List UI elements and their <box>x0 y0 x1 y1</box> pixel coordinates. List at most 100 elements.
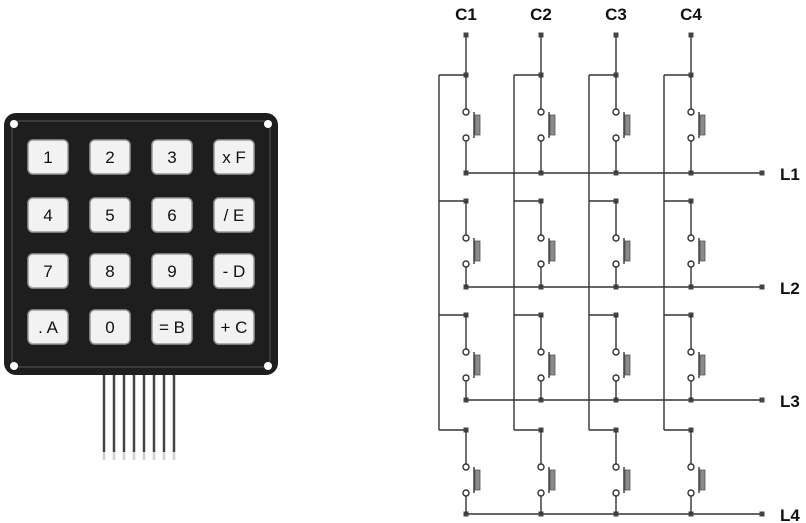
key-face <box>151 253 193 289</box>
key-label: x F <box>222 148 246 167</box>
keypad-key[interactable]: 5 <box>89 197 131 233</box>
push-switch <box>687 234 706 268</box>
switch-contact <box>537 260 545 268</box>
switch-contact <box>612 489 620 497</box>
switch-contact <box>462 260 470 268</box>
push-switch <box>537 463 556 497</box>
key-face <box>151 139 193 175</box>
keypad-key[interactable]: = B <box>151 309 193 345</box>
keypad-key[interactable]: . A <box>27 309 69 345</box>
push-switch <box>462 108 481 142</box>
push-switch <box>687 463 706 497</box>
switch-contact <box>462 108 470 116</box>
switch-contact <box>612 134 620 142</box>
switch-contact <box>462 134 470 142</box>
keypad-key[interactable]: + C <box>213 309 255 345</box>
keypad-key[interactable]: 8 <box>89 253 131 289</box>
switch-contact <box>687 489 695 497</box>
switch-contact <box>687 348 695 356</box>
junction-dot <box>538 32 544 38</box>
switch-button <box>549 354 556 376</box>
switch-contact <box>612 374 620 382</box>
row-terminal-label: L3 <box>780 392 800 411</box>
row-terminal-label: L4 <box>780 506 800 523</box>
switch-contact <box>687 260 695 268</box>
switch-contact <box>612 348 620 356</box>
junction-dot <box>613 32 619 38</box>
switch-button <box>474 114 481 136</box>
push-switch <box>462 348 481 382</box>
key-label: . A <box>38 318 59 337</box>
switch-contact <box>687 463 695 471</box>
switch-contact <box>687 134 695 142</box>
keypad-key[interactable]: 4 <box>27 197 69 233</box>
key-face <box>27 139 69 175</box>
junction-dot <box>759 397 765 403</box>
keypad-key[interactable]: 2 <box>89 139 131 175</box>
key-face <box>89 197 131 233</box>
keypad-key[interactable]: 7 <box>27 253 69 289</box>
switch-button <box>624 469 631 491</box>
switch-contact <box>612 463 620 471</box>
push-switch <box>462 234 481 268</box>
switch-button <box>699 469 706 491</box>
key-face <box>89 139 131 175</box>
switch-contact <box>537 374 545 382</box>
mounting-hole-bottom-right <box>264 362 272 370</box>
key-face <box>151 197 193 233</box>
push-switch <box>537 348 556 382</box>
key-face <box>27 197 69 233</box>
key-face <box>27 253 69 289</box>
switch-contact <box>612 108 620 116</box>
switch-contact <box>462 489 470 497</box>
switch-contact <box>612 234 620 242</box>
key-label: - D <box>223 262 246 281</box>
ribbon-cable <box>102 372 176 460</box>
key-face <box>89 253 131 289</box>
switch-contact <box>462 374 470 382</box>
switch-contact <box>462 234 470 242</box>
key-face <box>27 309 69 345</box>
switch-contact <box>537 463 545 471</box>
keypad-body <box>4 113 278 375</box>
switch-contact <box>537 489 545 497</box>
key-label: / E <box>224 206 245 225</box>
switch-contact <box>612 260 620 268</box>
key-face <box>213 139 255 175</box>
key-label: 9 <box>167 262 176 281</box>
keypad-key[interactable]: - D <box>213 253 255 289</box>
column-terminal-label: C1 <box>455 5 477 24</box>
junction-dot <box>759 284 765 290</box>
keypad-key[interactable]: x F <box>213 139 255 175</box>
switch-button <box>699 354 706 376</box>
switch-button <box>699 114 706 136</box>
push-switch <box>612 463 631 497</box>
push-switch <box>687 348 706 382</box>
key-label: 5 <box>105 206 114 225</box>
keypad-key[interactable]: 0 <box>89 309 131 345</box>
key-label: + C <box>221 318 248 337</box>
keypad-key[interactable]: 1 <box>27 139 69 175</box>
keypad-key[interactable]: / E <box>213 197 255 233</box>
switch-button <box>549 240 556 262</box>
junction-dot <box>759 170 765 176</box>
switch-contact <box>537 134 545 142</box>
column-terminal-label: C4 <box>680 5 702 24</box>
column-terminal-label: C2 <box>530 5 552 24</box>
keypad-key[interactable]: 3 <box>151 139 193 175</box>
keypad-key[interactable]: 6 <box>151 197 193 233</box>
push-switch <box>687 108 706 142</box>
matrix-switches <box>462 108 706 497</box>
mounting-hole-bottom-left <box>10 362 18 370</box>
switch-contact <box>687 234 695 242</box>
switch-contact <box>687 374 695 382</box>
row-terminal-label: L2 <box>780 279 800 298</box>
mounting-hole-top-left <box>10 120 18 128</box>
key-face <box>213 253 255 289</box>
keypad-key[interactable]: 9 <box>151 253 193 289</box>
keypad-bezel <box>11 120 271 368</box>
switch-button <box>624 354 631 376</box>
